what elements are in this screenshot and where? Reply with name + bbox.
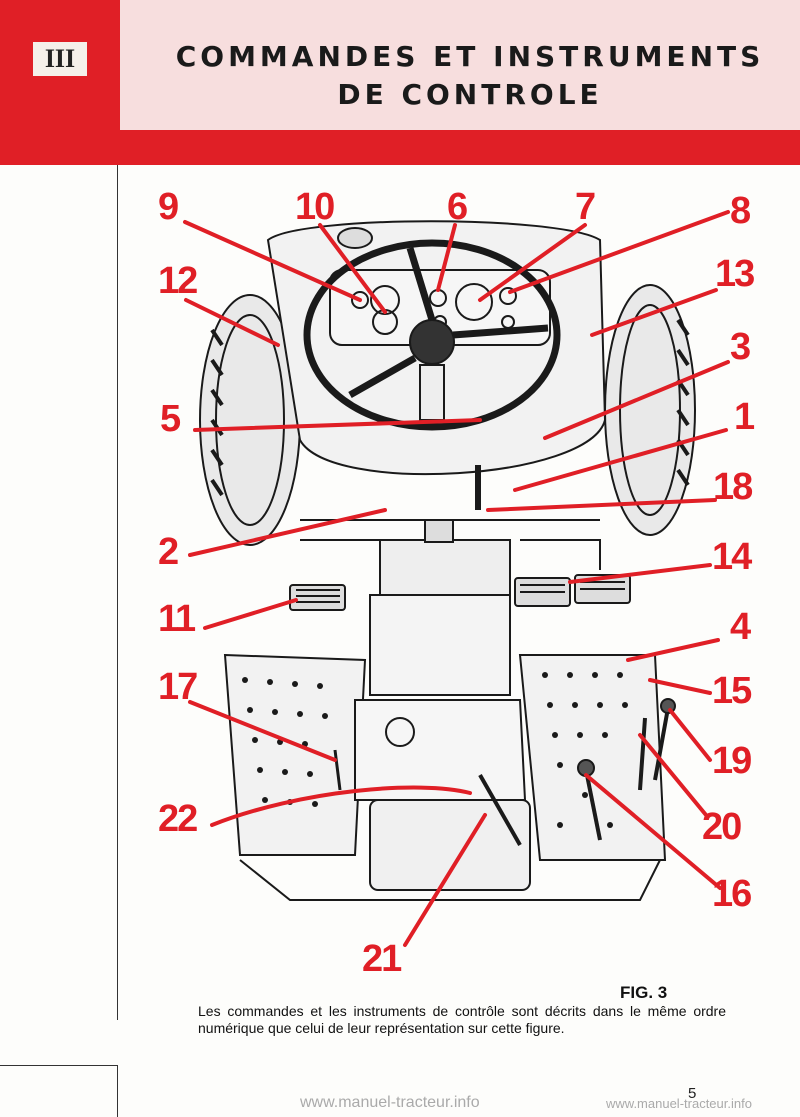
callout-22: 22 <box>158 798 198 840</box>
callout-4: 4 <box>730 606 751 648</box>
page-number: 5 <box>688 1085 697 1102</box>
figure-caption: Les commandes et les instruments de cont… <box>198 1003 726 1036</box>
callout-12: 12 <box>158 260 198 302</box>
left-margin-rule <box>117 165 118 1020</box>
callout-11: 11 <box>158 598 196 640</box>
callout-15: 15 <box>712 670 752 712</box>
footer-rule <box>0 1065 117 1066</box>
page-title-line-2: DE CONTROLE <box>337 78 603 111</box>
callout-19: 19 <box>712 740 752 782</box>
tractor-controls-illustration <box>183 210 730 947</box>
callout-3: 3 <box>730 326 751 368</box>
callout-18: 18 <box>713 466 753 508</box>
callout-8: 8 <box>730 190 751 232</box>
header-background <box>120 0 800 130</box>
callout-17: 17 <box>158 666 198 708</box>
figure-label: FIG. 3 <box>620 983 668 1002</box>
callout-21: 21 <box>362 938 402 980</box>
page-title-line-1: COMMANDES ET INSTRUMENTS <box>175 40 765 73</box>
watermark-small: www.manuel-tracteur.info <box>606 1096 752 1111</box>
callout-13: 13 <box>715 253 755 295</box>
callout-5: 5 <box>160 398 181 440</box>
chapter-number: III <box>33 42 87 76</box>
callout-7: 7 <box>575 186 596 228</box>
header-red-band <box>120 130 800 165</box>
callout-6: 6 <box>447 186 468 228</box>
callout-16: 16 <box>712 873 752 915</box>
callout-10: 10 <box>295 186 335 228</box>
chapter-tab-background <box>0 0 120 165</box>
footer-margin-rule <box>117 1065 118 1117</box>
callout-20: 20 <box>702 806 742 848</box>
callout-14: 14 <box>712 536 752 578</box>
page-title: COMMANDES ET INSTRUMENTS DE CONTROLE <box>150 38 790 114</box>
watermark-main: www.manuel-tracteur.info <box>300 1094 480 1111</box>
callout-9: 9 <box>158 186 179 228</box>
callout-2: 2 <box>158 531 179 573</box>
callout-1: 1 <box>734 396 755 438</box>
